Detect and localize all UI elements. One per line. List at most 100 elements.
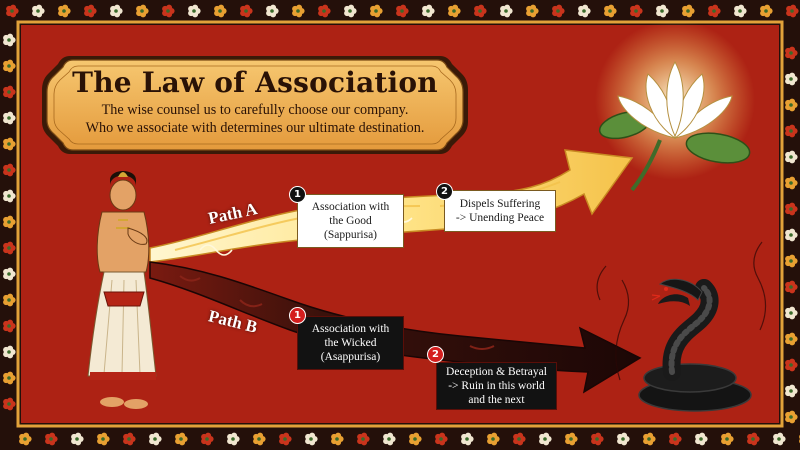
border-flower bbox=[3, 189, 16, 203]
page-title: The Law of Association bbox=[72, 66, 438, 99]
border-flower bbox=[357, 432, 370, 446]
border-flower bbox=[708, 4, 721, 18]
border-flower bbox=[785, 280, 798, 294]
border-flower bbox=[32, 4, 45, 18]
border-flower bbox=[331, 432, 344, 446]
border-flower bbox=[3, 371, 16, 385]
step-text-line: Association with bbox=[311, 201, 390, 213]
border-flower bbox=[396, 4, 409, 18]
lotus-icon bbox=[595, 20, 755, 192]
border-flower bbox=[578, 4, 591, 18]
border-flower bbox=[500, 4, 513, 18]
step-box-association-good: Association with the Good (Sappurisa) bbox=[297, 194, 404, 248]
border-flower bbox=[3, 163, 16, 177]
border-flower bbox=[786, 4, 799, 18]
border-flower bbox=[123, 432, 136, 446]
border-flower bbox=[785, 176, 798, 190]
border-flower bbox=[552, 4, 565, 18]
cobra-icon bbox=[596, 241, 767, 412]
border-flower bbox=[201, 432, 214, 446]
border-flower bbox=[448, 4, 461, 18]
title-banner: The Law of Association The wise counsel … bbox=[44, 58, 466, 150]
step-number-badge: 1 bbox=[289, 307, 306, 324]
border-flower bbox=[71, 432, 84, 446]
border-flower bbox=[604, 4, 617, 18]
border-flower bbox=[617, 432, 630, 446]
step-box-ruin: Deception & Betrayal -> Ruin in this wor… bbox=[436, 362, 557, 410]
border-flower bbox=[682, 4, 695, 18]
border-flower bbox=[785, 202, 798, 216]
step-number-badge: 2 bbox=[427, 346, 444, 363]
border-flower bbox=[136, 4, 149, 18]
border-flower bbox=[3, 59, 16, 73]
border-flower bbox=[734, 4, 747, 18]
border-flower bbox=[643, 432, 656, 446]
step-text-line: -> Ruin in this world bbox=[448, 380, 545, 392]
border-flower bbox=[785, 332, 798, 346]
bad-path-arrow bbox=[149, 261, 642, 394]
border-flower bbox=[785, 98, 798, 112]
border-flower bbox=[318, 4, 331, 18]
step-text-line: the Wicked bbox=[324, 337, 377, 349]
border-flower bbox=[6, 4, 19, 18]
border-flower bbox=[253, 432, 266, 446]
border-flower bbox=[656, 4, 669, 18]
step-box-unending-peace: Dispels Suffering -> Unending Peace bbox=[444, 190, 556, 232]
border-flower bbox=[84, 4, 97, 18]
step-text-line: (Asappurisa) bbox=[320, 351, 381, 363]
border-flower bbox=[292, 4, 305, 18]
border-flower bbox=[565, 432, 578, 446]
border-flower bbox=[785, 306, 798, 320]
border-flower bbox=[630, 4, 643, 18]
border-flower bbox=[721, 432, 734, 446]
step-number-badge: 2 bbox=[436, 183, 453, 200]
border-flower bbox=[240, 4, 253, 18]
border-flower bbox=[227, 432, 240, 446]
border-flower bbox=[3, 345, 16, 359]
border-flower bbox=[591, 432, 604, 446]
border-flower bbox=[97, 432, 110, 446]
border-flower bbox=[175, 432, 188, 446]
border-flower bbox=[370, 4, 383, 18]
border-flower bbox=[305, 432, 318, 446]
border-flower bbox=[214, 4, 227, 18]
border-flower bbox=[409, 432, 422, 446]
border-flower bbox=[526, 4, 539, 18]
border-flower bbox=[513, 432, 526, 446]
border-flower bbox=[487, 432, 500, 446]
border-flower bbox=[110, 4, 123, 18]
border-flower bbox=[3, 215, 16, 229]
border-flower bbox=[162, 4, 175, 18]
border-flower bbox=[45, 432, 58, 446]
border-flower bbox=[785, 46, 798, 60]
step-text-line: -> Unending Peace bbox=[455, 212, 545, 224]
border-flower bbox=[474, 4, 487, 18]
border-flower bbox=[773, 432, 786, 446]
border-flower bbox=[539, 432, 552, 446]
border-flower bbox=[785, 384, 798, 398]
border-flower bbox=[435, 432, 448, 446]
border-flower bbox=[19, 432, 32, 446]
border-flower bbox=[3, 241, 16, 255]
border-flower bbox=[760, 4, 773, 18]
praying-figure-icon bbox=[87, 171, 157, 409]
title-banner-shape bbox=[42, 56, 468, 154]
border-flower bbox=[3, 293, 16, 307]
step-box-association-wicked: Association with the Wicked (Asappurisa) bbox=[297, 316, 404, 370]
border-flower bbox=[785, 72, 798, 86]
border-flower bbox=[149, 432, 162, 446]
border-flower bbox=[785, 254, 798, 268]
border-flower bbox=[3, 33, 16, 47]
border-flower bbox=[3, 111, 16, 125]
border-flower bbox=[3, 267, 16, 281]
border-flower bbox=[58, 4, 71, 18]
subtitle-line-1: The wise counsel us to carefully choose … bbox=[101, 102, 409, 118]
border-flower bbox=[785, 410, 798, 424]
border-flower bbox=[3, 319, 16, 333]
step-text-line: Dispels Suffering bbox=[459, 198, 541, 210]
border-flower bbox=[3, 85, 16, 99]
step-number-badge: 1 bbox=[289, 186, 306, 203]
border-flower bbox=[266, 4, 279, 18]
border-flower bbox=[785, 124, 798, 138]
